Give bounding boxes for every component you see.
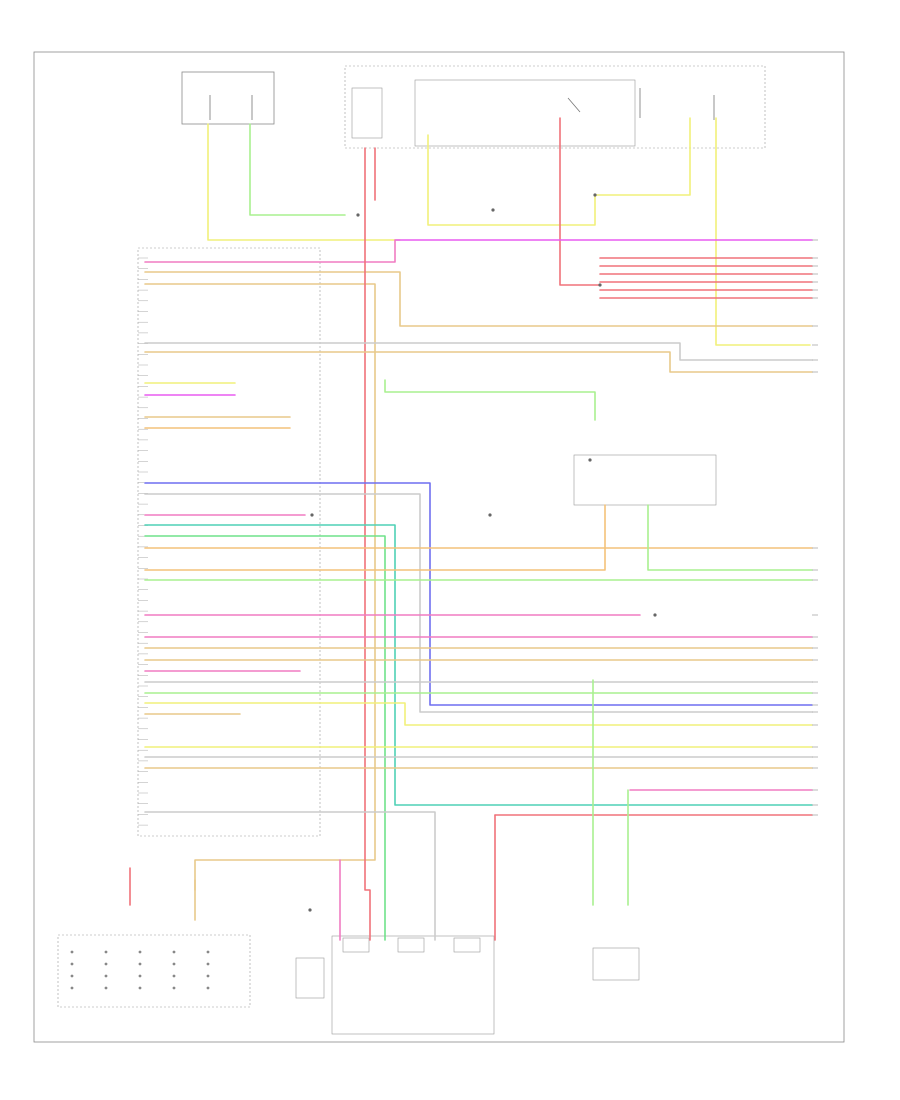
range-sensor-contact bbox=[138, 950, 142, 954]
junction-7 bbox=[488, 513, 492, 517]
solenoid-connector-a bbox=[342, 937, 370, 953]
range-sensor-contact bbox=[206, 950, 210, 954]
junction-9 bbox=[308, 908, 312, 912]
range-sensor-contacts bbox=[70, 950, 210, 990]
wire-pink-pin1 bbox=[144, 239, 396, 263]
junction-2 bbox=[491, 208, 495, 212]
range-sensor-contact bbox=[206, 986, 210, 990]
wire-orange-pin21 bbox=[144, 504, 606, 571]
wire-red-main bbox=[559, 117, 601, 286]
range-sensor-contact bbox=[206, 974, 210, 978]
range-sensor-contact bbox=[70, 950, 74, 954]
wire-yellow-4 bbox=[715, 117, 811, 346]
solenoid-connector-b bbox=[397, 937, 425, 953]
transmission-control-switch-box bbox=[573, 454, 717, 506]
wire-gray-bottom-1 bbox=[144, 811, 436, 941]
shift-solenoid-pack bbox=[331, 935, 495, 1035]
brake-switch-box bbox=[295, 957, 325, 999]
ignition-switch-box bbox=[414, 79, 636, 147]
range-sensor-contact bbox=[70, 974, 74, 978]
range-sensor-contact bbox=[138, 962, 142, 966]
junction-4 bbox=[598, 283, 602, 287]
range-sensor-contact bbox=[104, 986, 108, 990]
engine-speed-sensor bbox=[592, 947, 640, 981]
wire-teal-pin17 bbox=[144, 524, 813, 806]
wire-green-pin18 bbox=[144, 535, 386, 941]
wire-tan-pin7 bbox=[144, 351, 813, 373]
wire-gray-pin6 bbox=[144, 342, 813, 361]
junction-5 bbox=[588, 458, 592, 462]
wire-yellow-3 bbox=[594, 117, 691, 196]
wire-tan-pin2 bbox=[144, 271, 813, 327]
wire-green-tcs bbox=[647, 504, 813, 571]
wire-red-vertical bbox=[364, 147, 371, 941]
range-sensor-contact bbox=[206, 962, 210, 966]
range-sensor-contact bbox=[104, 974, 108, 978]
junction-6 bbox=[310, 513, 314, 517]
range-sensor-contact bbox=[70, 962, 74, 966]
wire-junctions bbox=[308, 193, 657, 912]
ecm-connector-block bbox=[137, 247, 321, 837]
range-sensor-contact bbox=[138, 986, 142, 990]
wire-green-mid bbox=[384, 379, 596, 421]
fuse-box-ignition bbox=[344, 65, 766, 149]
wire-blue-pin14 bbox=[144, 482, 813, 706]
range-sensor-contact bbox=[70, 986, 74, 990]
wire-yellow-2 bbox=[427, 134, 596, 226]
transmission-range-sensor bbox=[57, 934, 251, 1008]
range-sensor-contact bbox=[172, 962, 176, 966]
wire-yellow-1 bbox=[207, 123, 401, 241]
wire-green-1 bbox=[249, 123, 346, 216]
range-sensor-contact bbox=[104, 962, 108, 966]
range-sensor-contact bbox=[172, 974, 176, 978]
range-sensor-contact bbox=[172, 986, 176, 990]
wire-harness bbox=[129, 117, 813, 941]
range-sensor-contact bbox=[172, 950, 176, 954]
range-sensor-contact bbox=[104, 950, 108, 954]
wire-gray-pin15 bbox=[144, 493, 813, 713]
diagram-border bbox=[33, 51, 845, 1043]
solenoid-connectors bbox=[342, 937, 481, 953]
relay-box bbox=[351, 87, 383, 139]
wire-tan-pin3 bbox=[144, 283, 376, 891]
fuse-box-hot-at-all-times bbox=[181, 71, 275, 125]
range-sensor-contact bbox=[138, 974, 142, 978]
solenoid-connector-c bbox=[453, 937, 481, 953]
ignition-switch-contact bbox=[567, 97, 581, 113]
wire-yellow-pin32 bbox=[144, 702, 813, 726]
right-connector-ticks bbox=[812, 239, 818, 816]
junction-8 bbox=[653, 613, 657, 617]
junction-1 bbox=[356, 213, 360, 217]
junction-3 bbox=[593, 193, 597, 197]
